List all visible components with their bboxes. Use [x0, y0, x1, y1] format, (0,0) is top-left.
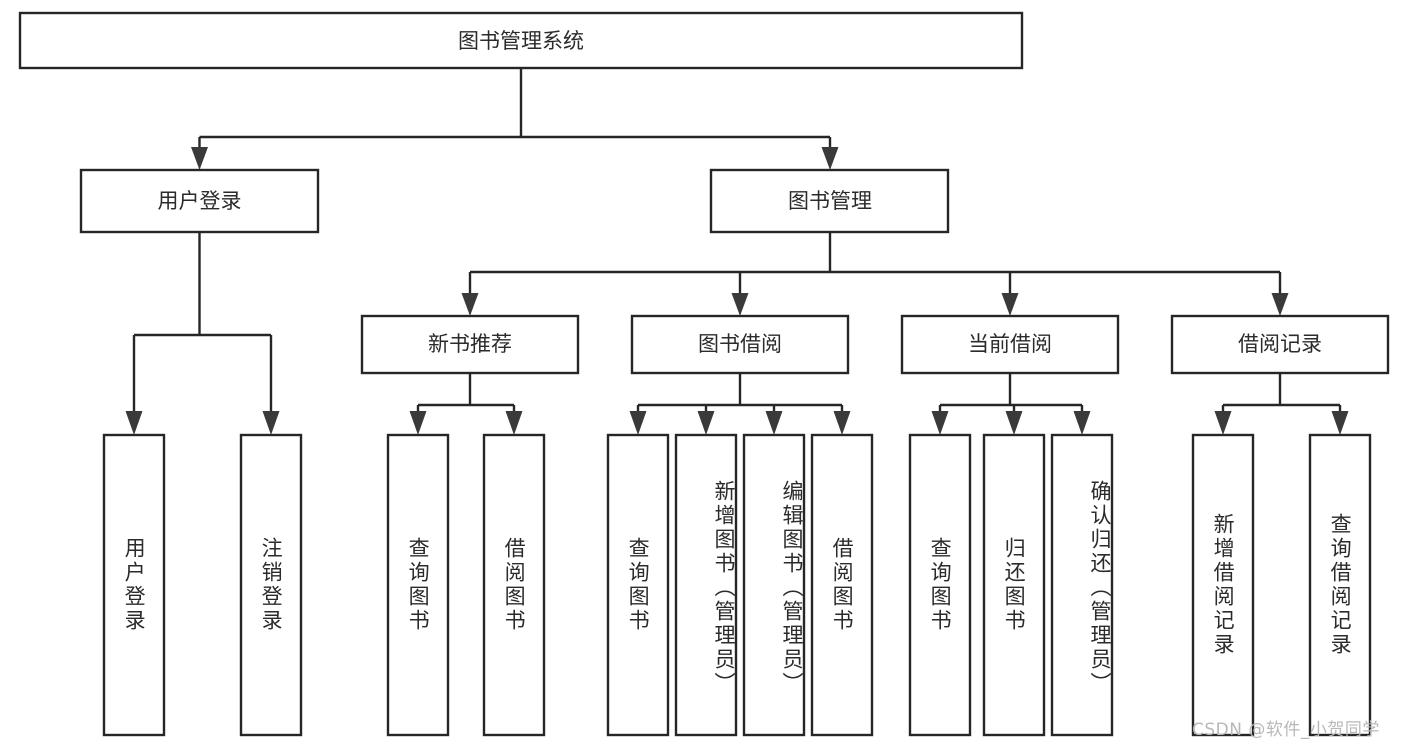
node-leaf-borrow-book-2-box[interactable]: [810, 433, 874, 737]
node-current-borrow-label: 当前借阅: [968, 332, 1052, 356]
arrow-head-leaf-add-record: [1214, 411, 1232, 435]
node-new-book-recommend[interactable]: 新书推荐: [360, 314, 580, 375]
arrow-head-leaf-user-login: [125, 411, 143, 435]
node-book-manage-label: 图书管理: [788, 189, 872, 213]
node-book-borrow[interactable]: 图书借阅: [630, 314, 850, 375]
node-leaf-query-record-box[interactable]: [1308, 433, 1372, 737]
node-leaf-add-book-box[interactable]: [674, 433, 738, 737]
node-user-login-label: 用户登录: [158, 189, 242, 213]
node-book-manage[interactable]: 图书管理: [709, 168, 950, 234]
arrow-head-borrow-record: [1271, 293, 1289, 316]
arrow-head-leaf-logout: [262, 411, 280, 435]
arrow-head-leaf-borrow-book-1: [505, 411, 523, 435]
node-root-label: 图书管理系统: [458, 29, 584, 53]
node-new-book-recommend-box[interactable]: [360, 314, 580, 375]
arrow-head-leaf-query-book-3: [931, 411, 949, 435]
node-current-borrow[interactable]: 当前借阅: [900, 314, 1120, 375]
node-new-book-recommend-label: 新书推荐: [428, 332, 512, 356]
node-leaf-add-record-box[interactable]: [1191, 433, 1255, 737]
arrow-head-leaf-query-record: [1331, 411, 1349, 435]
node-leaf-query-book-3-box[interactable]: [908, 433, 972, 737]
connector-layer: [125, 68, 1349, 435]
arrow-head-leaf-return-book: [1005, 411, 1023, 435]
node-borrow-record-box[interactable]: [1170, 314, 1390, 375]
node-root-box[interactable]: [18, 11, 1024, 70]
csdn-watermark: CSDN @软件_小贺同学: [1192, 720, 1380, 740]
arrow-head-new-book-recommend: [461, 293, 479, 316]
node-book-borrow-label: 图书借阅: [698, 332, 782, 356]
node-leaf-logout-box[interactable]: [239, 433, 303, 737]
node-book-manage-box[interactable]: [709, 168, 950, 234]
node-book-borrow-box[interactable]: [630, 314, 850, 375]
arrow-head-book-borrow: [731, 293, 749, 316]
arrow-head-leaf-query-book-1: [409, 411, 427, 435]
arrow-head-leaf-query-book-2: [629, 411, 647, 435]
node-leaf-confirm-return-box[interactable]: [1050, 433, 1114, 737]
node-leaf-query-book-1-box[interactable]: [386, 433, 450, 737]
leaf-boxes-layer: [102, 433, 1372, 737]
node-leaf-edit-book-box[interactable]: [742, 433, 806, 737]
node-leaf-borrow-book-1-box[interactable]: [482, 433, 546, 737]
node-user-login[interactable]: 用户登录: [79, 168, 320, 234]
node-user-login-box[interactable]: [79, 168, 320, 234]
node-leaf-return-book-box[interactable]: [982, 433, 1046, 737]
node-leaf-query-book-2-box[interactable]: [606, 433, 670, 737]
arrow-head-current-borrow: [1001, 293, 1019, 316]
node-current-borrow-box[interactable]: [900, 314, 1120, 375]
node-root[interactable]: 图书管理系统: [18, 11, 1024, 70]
node-leaf-user-login-box[interactable]: [102, 433, 166, 737]
node-borrow-record[interactable]: 借阅记录: [1170, 314, 1390, 375]
arrow-head-leaf-borrow-book-2: [833, 411, 851, 435]
node-borrow-record-label: 借阅记录: [1238, 332, 1322, 356]
arrow-head-leaf-edit-book: [765, 411, 783, 435]
arrow-head-book-manage: [821, 147, 839, 170]
arrow-head-user-login: [191, 147, 208, 170]
arrow-head-leaf-add-book: [697, 411, 715, 435]
arrow-head-leaf-confirm-return: [1073, 411, 1091, 435]
